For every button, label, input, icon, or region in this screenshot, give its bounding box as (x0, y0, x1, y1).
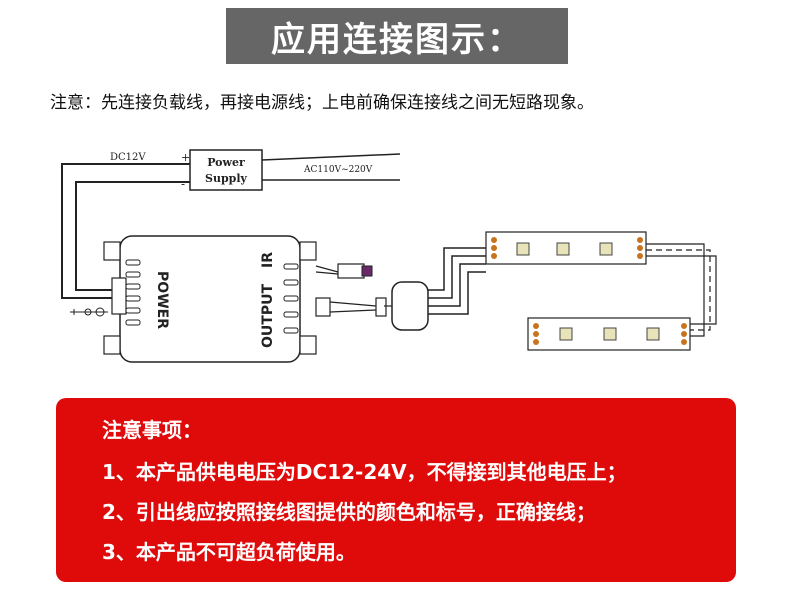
minus-label: - (181, 177, 185, 191)
led-chip (599, 242, 613, 256)
led-strip-upper (485, 231, 647, 265)
dc-plug-icon (70, 307, 108, 317)
dc-wires (61, 163, 190, 299)
led-chip (556, 242, 570, 256)
notice-item-2: 2、引出线应按照接线图提供的颜色和标号，正确接线； (102, 500, 596, 524)
strip-link-wires (646, 243, 717, 337)
power-supply-label-2: Supply (205, 172, 248, 185)
strip-connector (384, 281, 429, 331)
notice-item-3: 3、本产品不可超负荷使用。 (102, 540, 356, 564)
notice-heading: 注意事项： (102, 418, 202, 442)
notice-item-1: 1、本产品供电电压为DC12-24V，不得接到其他电压上； (102, 460, 627, 484)
ir-receiver-cable (315, 263, 373, 279)
page-title: 应用连接图示： (271, 19, 523, 60)
notice-panel: 注意事项： 1、本产品供电电压为DC12-24V，不得接到其他电压上； 2、引出… (56, 398, 736, 582)
plus-label: + (181, 151, 190, 164)
led-chip (646, 327, 660, 341)
dc-voltage-label: DC12V (110, 152, 146, 163)
wiring-diagram: DC12V + - Power Supply AC110V~220V (61, 149, 717, 363)
power-port-label: POWER (154, 271, 170, 329)
connection-note: 注意：先连接负载线，再接电源线；上电前确保连接线之间无短路现象。 (50, 93, 594, 113)
ac-voltage-label: AC110V~220V (303, 165, 373, 175)
ir-port-label: IR (260, 252, 276, 268)
power-supply-box: Power Supply (189, 149, 263, 191)
output-cable (315, 297, 387, 317)
output-port-label: OUTPUT (260, 284, 276, 348)
title-banner: 应用连接图示： (226, 8, 568, 64)
led-chip (559, 327, 573, 341)
led-strip-lower (527, 317, 691, 351)
controller-box: POWER IR OUTPUT (103, 235, 317, 363)
power-supply-label-1: Power (207, 156, 245, 169)
led-chip (603, 327, 617, 341)
led-chip (516, 242, 530, 256)
ac-wires (261, 153, 401, 181)
strip-feed-wires (428, 247, 486, 315)
